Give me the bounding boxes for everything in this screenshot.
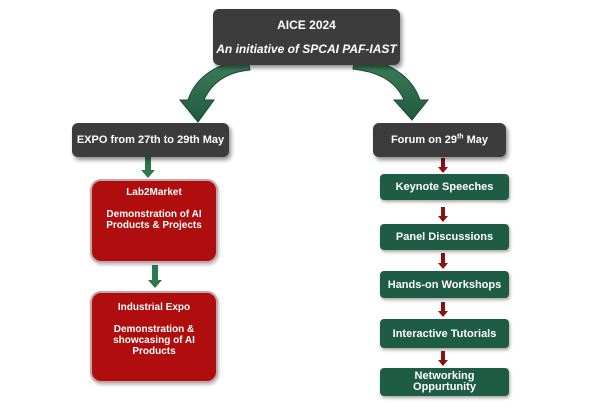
expo-box: EXPO from 27th to 29th May [72, 123, 229, 157]
arrow-down-forum-5 [438, 351, 448, 366]
header-title: AICE 2024 [277, 18, 336, 32]
forum-item-tutorials: Interactive Tutorials [380, 319, 509, 348]
industrial-expo-title: Industrial Expo [117, 302, 191, 313]
forum-item-workshops: Hands-on Workshops [380, 271, 509, 298]
lab2market-title: Lab2Market [126, 187, 182, 198]
arrow-down-forum-1 [438, 158, 448, 173]
arrow-down-forum-4 [438, 302, 448, 317]
forum-label: Forum on 29th May [390, 133, 489, 146]
expo-label: EXPO from 27th to 29th May [76, 134, 225, 146]
header-box: AICE 2024 An initiative of SPCAI PAF-IAS… [213, 9, 400, 65]
arrow-down-expo-1 [141, 157, 155, 178]
arrow-down-forum-2 [438, 207, 448, 222]
industrial-expo-desc: Demonstration & showcasing of AI Product… [113, 324, 195, 357]
arrow-down-expo-2 [148, 265, 162, 288]
forum-box: Forum on 29th May [373, 123, 506, 157]
industrial-expo-box: Industrial Expo Demonstration & showcasi… [90, 291, 218, 383]
lab2market-desc: Demonstration of AI Products & Projects [106, 209, 202, 231]
lab2market-box: Lab2Market Demonstration of AI Products … [90, 179, 218, 263]
forum-item-networking: Networking Oppurtunity [380, 368, 509, 396]
forum-item-panel: Panel Discussions [380, 224, 509, 250]
curved-arrow-left [178, 59, 251, 123]
curved-arrow-right [352, 57, 430, 121]
forum-item-keynote: Keynote Speeches [380, 174, 509, 200]
header-subtitle: An initiative of SPCAI PAF-IAST [216, 42, 397, 56]
arrow-down-forum-3 [438, 253, 448, 269]
